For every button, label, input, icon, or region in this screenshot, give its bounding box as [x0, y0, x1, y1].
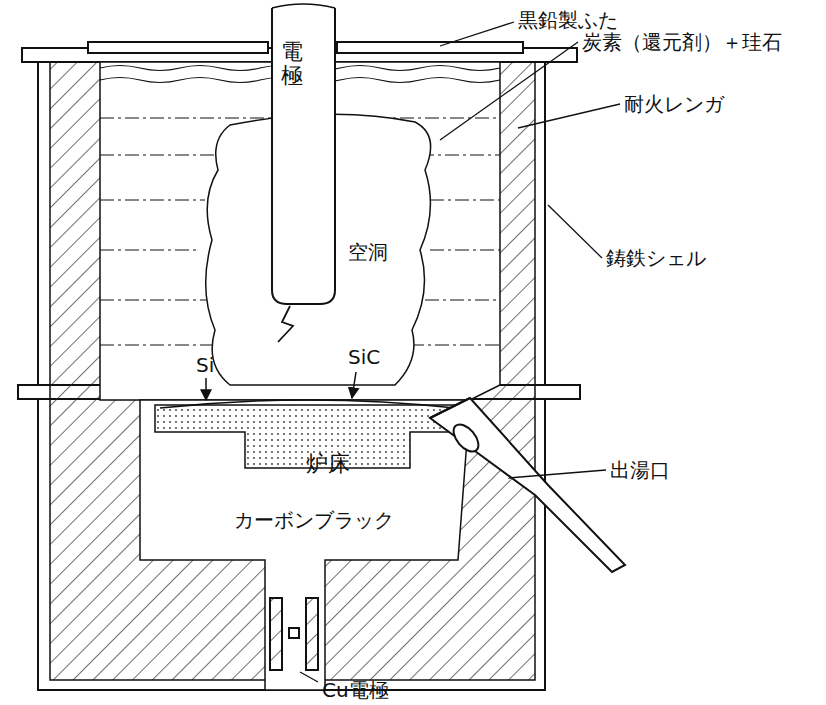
- electrode: [272, 8, 335, 304]
- region-label: カーボンブラック: [232, 508, 396, 532]
- node-text: 炉床: [306, 449, 350, 479]
- leader-line: [300, 22, 620, 682]
- si-arrow: [205, 378, 207, 400]
- tap-hole: [430, 398, 625, 572]
- tap-hole: [430, 398, 470, 418]
- cu-electrode: [289, 628, 299, 638]
- arc: [278, 306, 293, 342]
- graphite-lid: [337, 42, 523, 53]
- part-label: 耐火レンガ: [624, 92, 724, 116]
- melt-surface: [160, 400, 455, 408]
- node-text: 電極: [281, 40, 303, 88]
- sic-arrow: [352, 372, 356, 398]
- part-label: 鋳鉄シェル: [606, 246, 706, 270]
- cu-electrode: [306, 598, 318, 670]
- hearth-label: 炉床: [306, 449, 350, 479]
- graphite-lid: [88, 42, 268, 53]
- cu-electrode: [270, 598, 282, 670]
- electrode-label: 電極: [281, 40, 303, 88]
- part-label: 出湯口: [610, 458, 670, 482]
- part-label: Cu電極: [322, 678, 389, 702]
- tap-plug: [449, 420, 483, 456]
- electrode-top: [272, 4, 335, 8]
- part-label: 黒鉛製ふた: [518, 8, 618, 32]
- carbon-black-region: [140, 400, 470, 690]
- material-label: Si: [196, 353, 214, 377]
- part-label: 炭素（還元剤）＋珪石: [582, 30, 782, 54]
- region-label: 空洞: [348, 240, 388, 264]
- material-label: SiC: [348, 345, 380, 369]
